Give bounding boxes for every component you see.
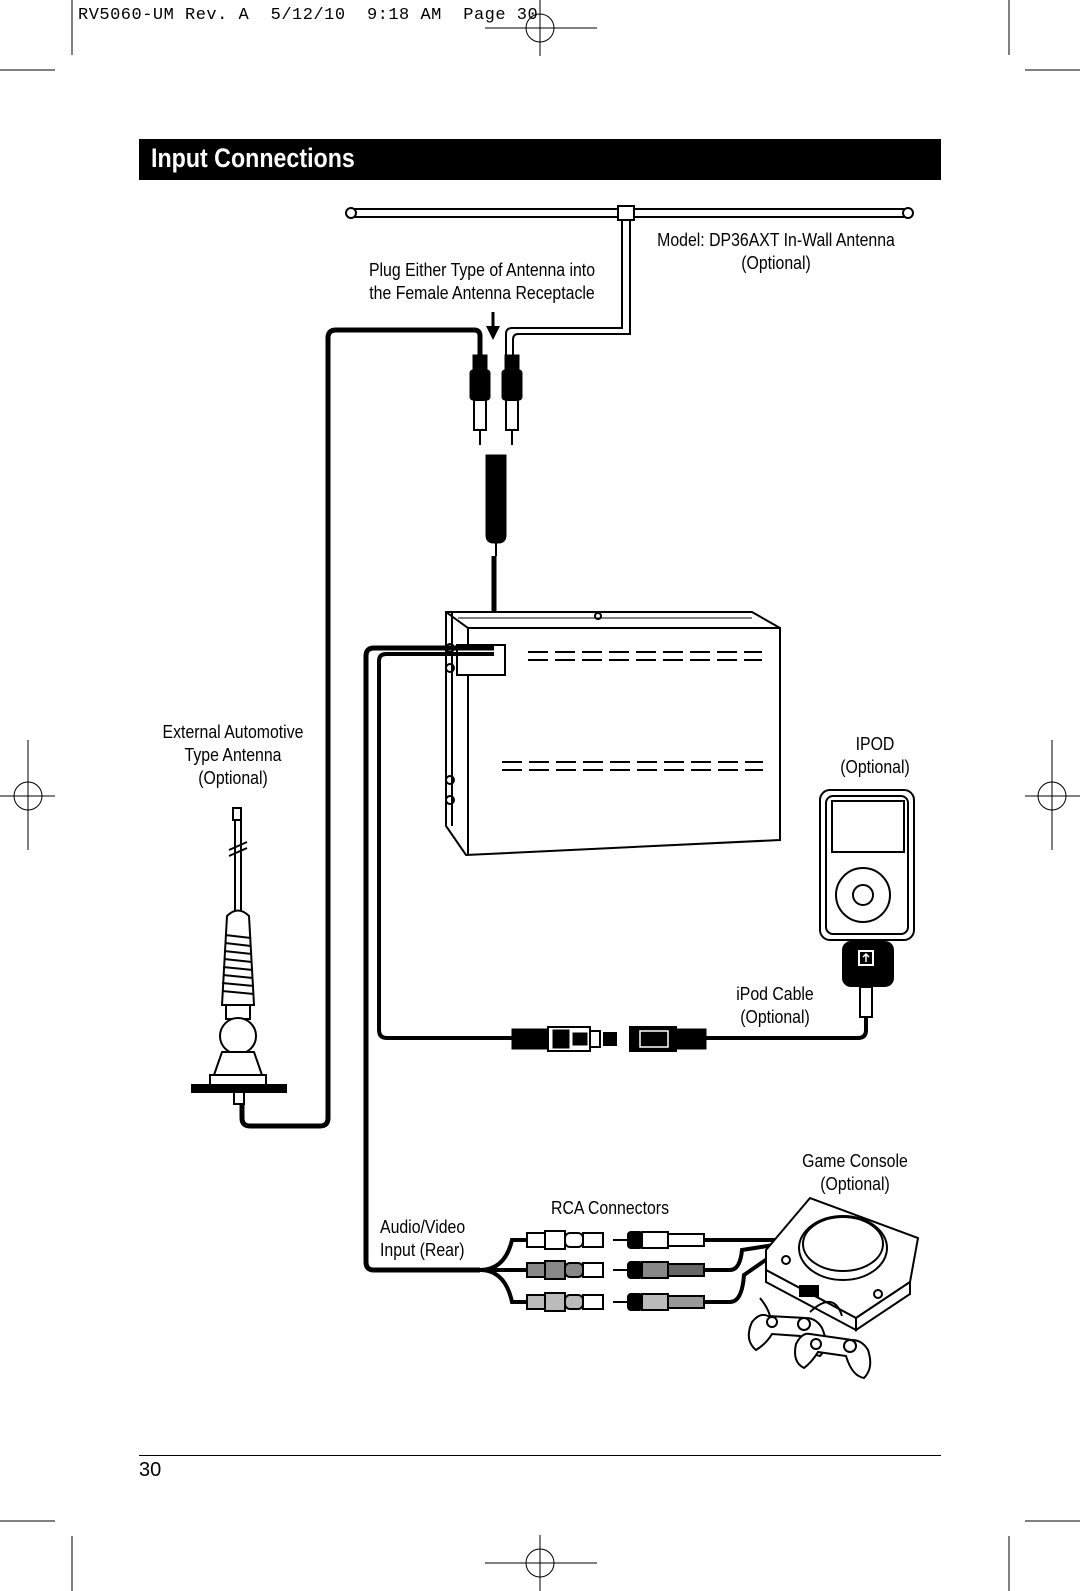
ipod-line-1: IPOD — [855, 734, 895, 754]
ipod-cable-line-2: (Optional) — [740, 1007, 810, 1027]
game-console-line-2: (Optional) — [820, 1174, 890, 1194]
external-antenna-label: External Automotive Type Antenna (Option… — [158, 721, 308, 790]
av-input-label: Audio/Video Input (Rear) — [380, 1216, 477, 1262]
page-title: Input Connections — [151, 143, 355, 173]
rca-connectors-label: RCA Connectors — [551, 1198, 669, 1218]
ipod-icon — [819, 789, 915, 987]
av-input-line-1: Audio/Video — [380, 1217, 466, 1237]
in-wall-antenna-line-1: Model: DP36AXT In-Wall Antenna — [657, 230, 895, 250]
plug-instruction-line-1: Plug Either Type of Antenna into — [368, 260, 596, 280]
ipod-label: IPOD (Optional) — [827, 733, 924, 779]
external-antenna-line-1: External Automotive — [162, 722, 304, 742]
game-console-line-1: Game Console — [802, 1151, 908, 1171]
in-wall-antenna-label: Model: DP36AXT In-Wall Antenna (Optional… — [656, 229, 895, 275]
automotive-antenna-icon — [191, 807, 287, 1105]
footer-rule — [139, 1455, 941, 1456]
section-header: Input Connections — [139, 139, 941, 180]
plug-instruction-line-2: the Female Antenna Receptacle — [369, 283, 595, 303]
game-controller-icon — [747, 1297, 872, 1380]
ipod-cable-line-1: iPod Cable — [736, 984, 814, 1004]
av-input-line-2: Input (Rear) — [380, 1240, 465, 1260]
print-slug: RV5060-UM Rev. A 5/12/10 9:18 AM Page 30 — [78, 6, 539, 25]
ipod-cable-label: iPod Cable (Optional) — [727, 983, 824, 1029]
game-console-label: Game Console (Optional) — [796, 1150, 914, 1196]
external-antenna-line-2: Type Antenna — [184, 745, 282, 765]
rv-unit-icon — [445, 611, 781, 857]
in-wall-antenna-line-2: (Optional) — [741, 253, 811, 273]
antenna-plug-icon — [469, 354, 523, 445]
rca-connector-icon — [479, 1230, 782, 1312]
plug-instruction-label: Plug Either Type of Antenna into the Fem… — [362, 259, 601, 305]
game-console-icon — [765, 1196, 920, 1332]
ipod-cable-icon — [511, 986, 873, 1052]
external-antenna-line-3: (Optional) — [198, 768, 268, 788]
page-number: 30 — [139, 1459, 162, 1481]
in-wall-antenna-icon — [345, 205, 914, 358]
ipod-line-2: (Optional) — [840, 757, 910, 777]
